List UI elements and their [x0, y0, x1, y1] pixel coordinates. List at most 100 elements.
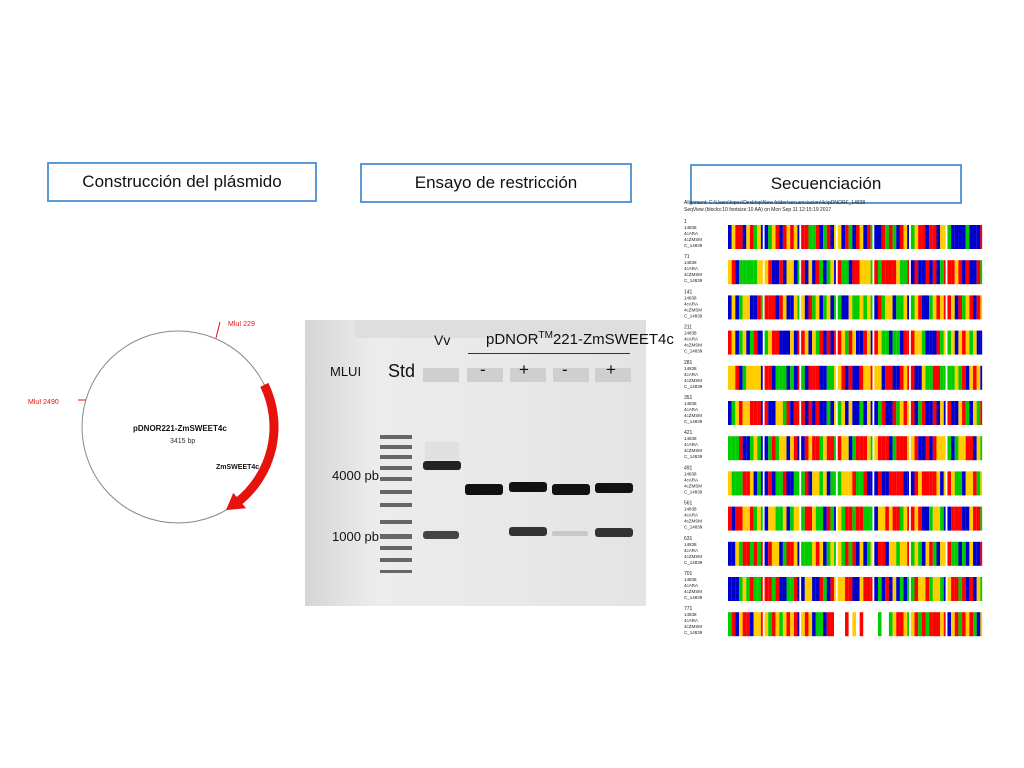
alignment-column	[768, 225, 772, 249]
alignment-column	[742, 295, 747, 320]
alignment-column	[932, 365, 937, 390]
alignment-column	[797, 506, 800, 531]
alignment-column	[852, 260, 857, 285]
alignment-column	[885, 541, 889, 566]
alignment-column	[757, 225, 761, 249]
alignment-column	[888, 365, 893, 390]
alignment-column	[768, 436, 772, 461]
alignment-column	[951, 225, 955, 249]
alignment-column	[764, 330, 769, 355]
alignment-column	[863, 577, 868, 601]
alignment-column	[801, 401, 805, 425]
alignment-column	[746, 295, 750, 320]
alignment-column	[866, 612, 871, 637]
alignment-column	[812, 436, 816, 461]
alignment-column	[797, 471, 800, 496]
alignment-column	[848, 436, 853, 461]
alignment-column	[881, 471, 886, 496]
alignment-column	[735, 612, 740, 637]
alignment-column	[888, 330, 893, 355]
alignment-column	[793, 471, 798, 496]
alignment-column	[815, 295, 820, 320]
alignment-column	[837, 260, 842, 285]
alignment-column	[881, 401, 886, 425]
alignment-column	[826, 401, 831, 425]
alignment-column	[877, 295, 882, 320]
alignment-column	[965, 260, 970, 285]
alignment-column	[749, 471, 754, 496]
block-number: 141	[684, 289, 693, 295]
alignment-column	[801, 506, 805, 531]
alignment-column	[943, 260, 946, 285]
alignment-column	[951, 260, 955, 285]
alignment-column	[771, 295, 776, 320]
alignment-column	[841, 577, 846, 601]
alignment-column	[958, 330, 963, 355]
alignment-column	[907, 471, 910, 496]
band-faint-lane3	[552, 531, 588, 536]
alignment-column	[735, 541, 740, 566]
alignment-column	[834, 471, 836, 496]
alignment-column	[834, 541, 836, 566]
alignment-column	[943, 330, 946, 355]
alignment-column	[819, 506, 824, 531]
alignment-column	[921, 330, 926, 355]
alignment-column	[804, 260, 809, 285]
alignment-column	[856, 365, 860, 390]
alignment-column	[753, 401, 758, 425]
alignment-column	[910, 260, 915, 285]
alignment-column	[768, 401, 772, 425]
alignment-column	[958, 506, 963, 531]
alignment-column	[881, 260, 886, 285]
alignment-column	[768, 295, 772, 320]
row-label: 4cARA	[684, 337, 698, 342]
alignment-column	[808, 471, 813, 496]
alignment-column	[779, 471, 783, 496]
alignment-column	[899, 365, 904, 390]
alignment-column	[947, 471, 952, 496]
alignment-column	[899, 506, 904, 531]
alignment-column	[870, 330, 873, 355]
alignment-column	[786, 577, 791, 601]
alignment-column	[918, 471, 922, 496]
alignment-column	[819, 225, 824, 249]
row-label: C_14839	[684, 313, 703, 318]
alignment-column	[925, 260, 930, 285]
alignment-column	[782, 506, 787, 531]
alignment-column	[764, 471, 769, 496]
alignment-column	[856, 295, 860, 320]
alignment-column	[801, 471, 805, 496]
alignment-column	[830, 295, 835, 320]
alignment-column	[815, 471, 820, 496]
alignment-column	[812, 295, 816, 320]
alignment-column	[801, 577, 805, 601]
alignment-column	[790, 401, 794, 425]
alignment-column	[815, 612, 820, 637]
alignment-column	[848, 330, 853, 355]
band-lane3	[552, 484, 590, 495]
alignment-column	[775, 225, 780, 249]
alignment-column	[841, 471, 846, 496]
alignment-column	[896, 225, 900, 249]
alignment-column	[757, 295, 761, 320]
alignment-column	[845, 506, 849, 531]
alignment-column	[731, 330, 736, 355]
alignment-column	[918, 330, 922, 355]
alignment-column	[910, 365, 915, 390]
alignment-column	[834, 436, 836, 461]
alignment-column	[841, 330, 846, 355]
alignment-column	[786, 295, 791, 320]
alignment-column	[742, 225, 747, 249]
alignment-column	[965, 295, 970, 320]
alignment-column	[782, 225, 787, 249]
alignment-column	[892, 612, 897, 637]
alignment-column	[892, 295, 897, 320]
alignment-column	[965, 365, 970, 390]
alignment-column	[819, 612, 824, 637]
alignment-column	[746, 365, 750, 390]
vv-label: Vv	[434, 332, 451, 348]
alignment-column	[771, 506, 776, 531]
alignment-column	[925, 436, 930, 461]
alignment-column	[896, 436, 900, 461]
alignment-column	[757, 577, 761, 601]
